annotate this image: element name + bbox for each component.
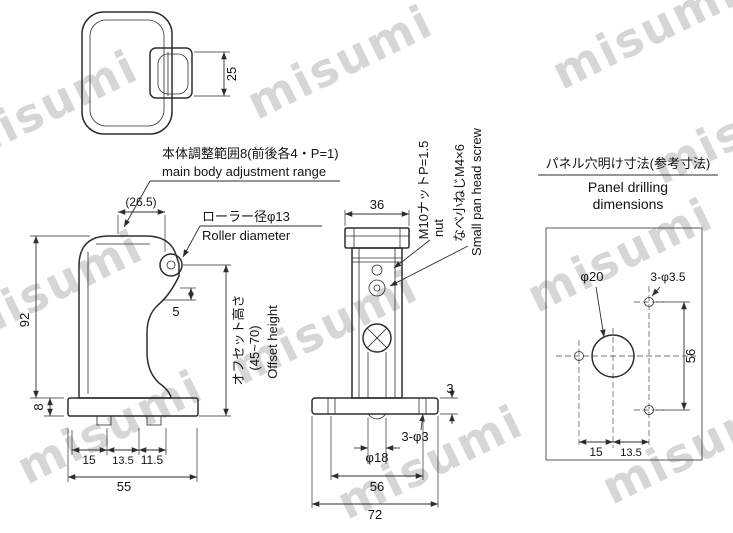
offset-height-range-label: (45~70) <box>247 325 262 370</box>
panel-outline <box>545 227 703 461</box>
callouts-top: 本体調整範囲8(前後各4・P=1) main body adjustment r… <box>117 146 340 258</box>
nut-en-label: nut <box>431 219 446 237</box>
panel-bottom-dims: 15 13.5 <box>579 439 649 459</box>
offset-height-dim: オフセット高さ (45~70) Offset height <box>183 264 280 417</box>
screw-en-label: Small pan head screw <box>469 127 484 256</box>
panel-dim-phi20: φ20 <box>581 269 606 338</box>
dim-5-label: 5 <box>172 304 179 319</box>
front-view-base <box>311 397 439 415</box>
front-view-base-hole-left <box>327 397 336 415</box>
side-view-dim-92: 92 <box>17 235 90 399</box>
front-view-column <box>351 247 403 399</box>
panel-title-en1: Panel drilling <box>588 179 668 195</box>
panel-dim-56: 56 <box>656 301 698 411</box>
top-view-body-inner <box>89 19 165 127</box>
dim-3phi3-label: 3-φ3 <box>401 429 428 444</box>
dim-phi18-label: φ18 <box>366 450 389 465</box>
side-view-body-outline <box>78 235 180 399</box>
panel-3phi35-label: 3-φ3.5 <box>650 270 685 284</box>
front-view-base-hole-right <box>418 397 427 415</box>
side-view: 92 8 5 オフセット高さ (45~70) Offset height <box>17 235 280 494</box>
dim-72-label: 72 <box>368 507 382 522</box>
front-view-dim-phi18: φ18 <box>354 418 400 465</box>
side-view-base <box>67 397 199 417</box>
adjust-range-jp-label: 本体調整範囲8(前後各4・P=1) <box>162 146 339 161</box>
front-view-cap <box>344 227 410 249</box>
front-view-dim-36: 36 <box>344 197 410 226</box>
dim-26-5-label: (26.5) <box>125 195 156 209</box>
screw-jp-label: なべ小ねじM4×6 <box>452 144 467 242</box>
top-view: 25 <box>81 11 239 135</box>
side-view-foot-left <box>96 415 112 426</box>
dim-92-label: 92 <box>17 313 32 327</box>
front-view-dim-3: 3 <box>440 381 458 424</box>
top-view-latch-inner <box>157 53 189 95</box>
nut-screw-callouts: M10ナットP=1.5 nut なべ小ねじM4×6 Small pan head… <box>389 127 484 287</box>
panel-hole-small-top <box>644 297 654 307</box>
panel-dim-3phi35: 3-φ3.5 <box>650 270 686 297</box>
panel-drilling-section: パネル穴明け寸法(参考寸法) Panel drilling dimensions… <box>538 156 718 461</box>
front-view-bottom-arc <box>367 413 387 420</box>
adjust-range-en-label: main body adjustment range <box>162 164 326 179</box>
panel-13-5-label: 13.5 <box>620 447 641 459</box>
roller-dia-jp-label: ローラー径φ13 <box>202 209 290 224</box>
dim-8-label: 8 <box>31 403 46 410</box>
nut-jp-label: M10ナットP=1.5 <box>416 141 431 240</box>
dim-26-5: (26.5) <box>117 195 166 252</box>
panel-title-en2: dimensions <box>593 196 664 212</box>
dim-55-label: 55 <box>117 479 131 494</box>
panel-hole-small-bottom <box>644 405 654 415</box>
panel-hole-phi20 <box>591 334 635 378</box>
side-view-roller-axle <box>166 260 176 270</box>
panel-hole-small-left <box>574 351 584 361</box>
front-view-screw-circle <box>371 264 383 276</box>
side-view-foot-right <box>146 415 162 426</box>
panel-phi20-label: φ20 <box>581 269 604 284</box>
panel-56-label: 56 <box>683 349 698 363</box>
top-view-dim-25: 25 <box>194 51 239 97</box>
front-view-dim-3phi3: 3-φ3 <box>401 413 429 444</box>
front-view-dim-56: 56 <box>330 416 424 494</box>
dim-56-label: 56 <box>370 479 384 494</box>
front-view: 36 M10ナットP=1.5 nut なべ小ねじM4×6 Small pan h… <box>311 127 484 522</box>
dim-13-5-label: 13.5 <box>112 455 133 467</box>
top-view-latch-outline <box>149 47 193 99</box>
dim-11-5-label: 11.5 <box>141 453 164 467</box>
dim-3-label: 3 <box>446 381 453 396</box>
top-view-body-outline <box>81 11 173 135</box>
side-view-dim-8: 8 <box>31 398 64 417</box>
offset-height-jp-label: オフセット高さ <box>231 294 246 385</box>
roller-dia-en-label: Roller diameter <box>202 228 291 243</box>
front-view-roller-circle <box>362 323 392 353</box>
dim-15-label: 15 <box>82 453 96 467</box>
offset-height-en-label: Offset height <box>265 305 280 379</box>
dim-36-label: 36 <box>370 197 384 212</box>
side-view-roller <box>159 253 183 277</box>
side-view-bottom-dims: 15 13.5 11.5 55 <box>67 428 198 494</box>
front-view-dim-72: 72 <box>311 416 439 522</box>
panel-title-jp: パネル穴明け寸法(参考寸法) <box>546 156 711 171</box>
front-view-nut-circle <box>368 279 386 297</box>
dim-25-label: 25 <box>224 67 239 81</box>
side-view-dim-5: 5 <box>162 287 196 319</box>
panel-15-label: 15 <box>589 445 603 459</box>
